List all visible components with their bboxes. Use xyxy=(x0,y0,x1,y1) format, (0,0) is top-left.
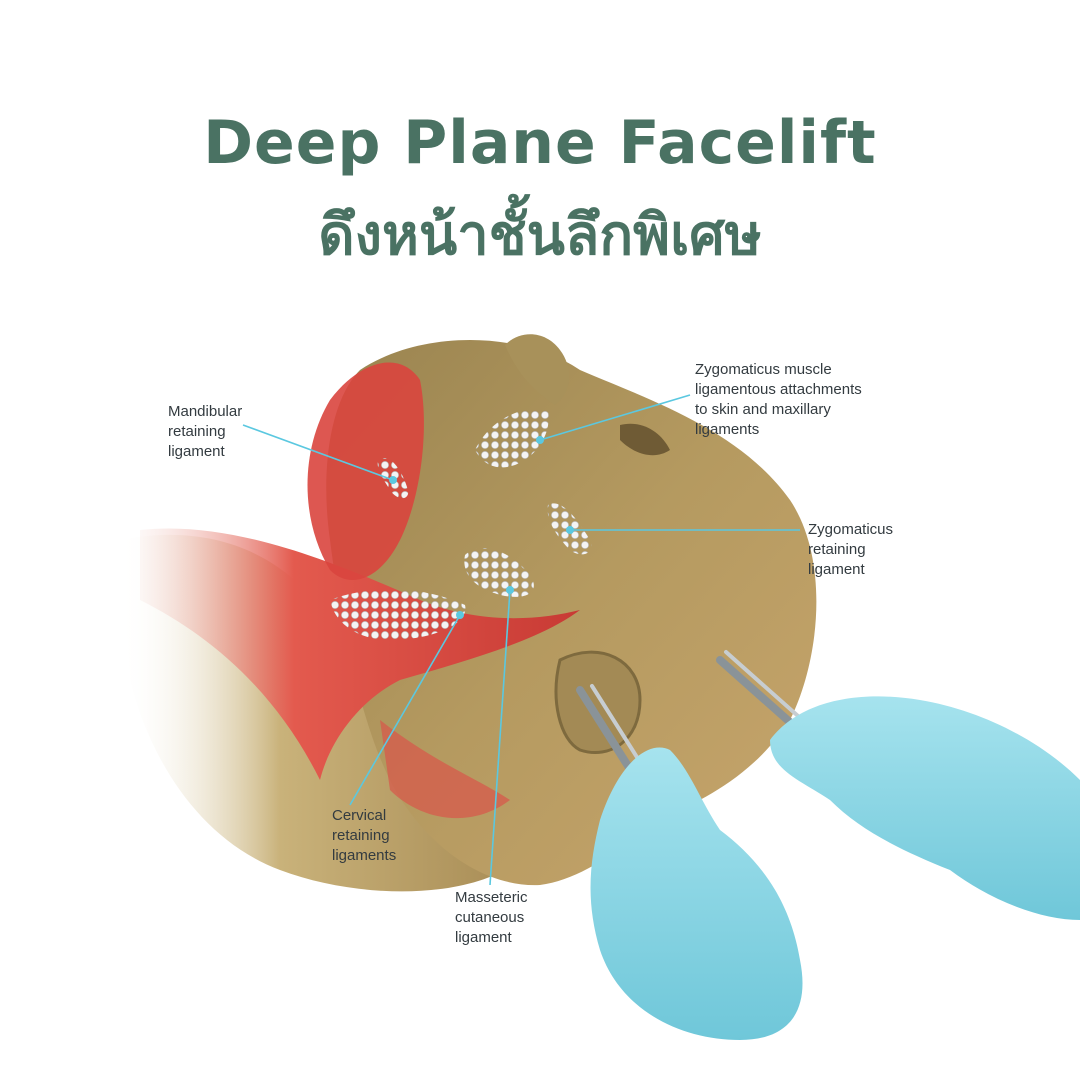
neck-muscle xyxy=(140,528,580,780)
eye-shape xyxy=(620,423,670,456)
label-zygomaticus-retaining: Zygomaticus retaining ligament xyxy=(808,521,894,578)
leader-line-cervical xyxy=(349,614,461,806)
label-cervical: Cervical retaining ligaments xyxy=(332,807,397,864)
cheek-muscle xyxy=(307,362,424,580)
title-thai: ดึงหน้าชั้นลึกพิเศษ xyxy=(318,203,762,268)
ear-shape xyxy=(554,650,642,755)
masseteric-ligament xyxy=(464,547,534,597)
leader-dot-cervical xyxy=(456,611,464,619)
zygomaticus-muscle-ligament xyxy=(475,409,549,468)
leader-dot-mandibular xyxy=(389,476,397,484)
cervical-ligament xyxy=(330,589,466,640)
label-zygomaticus-muscle: Zygomaticus muscle ligamentous attachmen… xyxy=(695,361,862,438)
glove-right xyxy=(770,696,1080,920)
jaw-muscle xyxy=(380,720,510,819)
title-english: Deep Plane Facelift xyxy=(203,108,877,178)
leader-line-masseteric xyxy=(489,589,511,886)
nose-shape xyxy=(505,334,570,405)
leader-line-zygomaticus-muscle xyxy=(539,394,691,441)
glove-left xyxy=(590,747,803,1040)
label-mandibular: Mandibular retaining ligament xyxy=(168,403,243,460)
leader-dot-zygomaticus-muscle xyxy=(536,436,544,444)
label-masseteric: Masseteric cutaneous ligament xyxy=(455,889,528,946)
leader-dot-masseteric xyxy=(506,586,514,594)
leader-line-mandibular xyxy=(242,424,394,481)
leader-dot-zygomaticus-retaining xyxy=(566,526,574,534)
